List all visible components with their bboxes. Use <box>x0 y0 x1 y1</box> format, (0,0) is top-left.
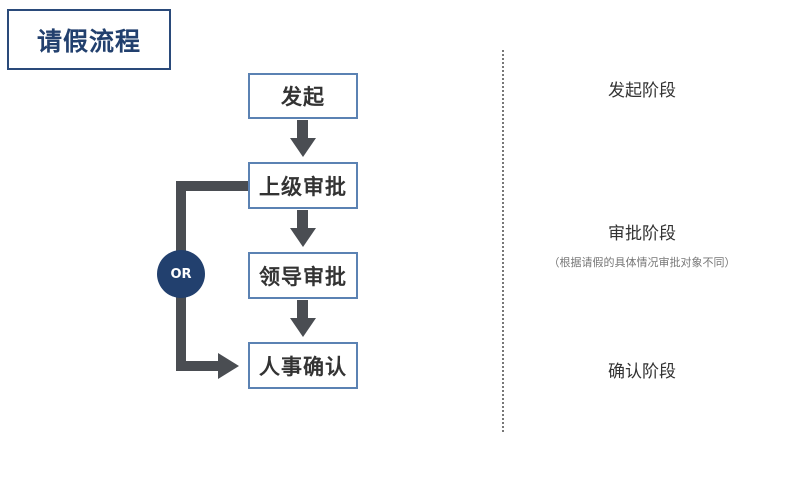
node-hr-confirm: 人事确认 <box>248 342 358 389</box>
down-arrow-1 <box>290 120 316 157</box>
node-initiate: 发起 <box>248 73 358 119</box>
phase-initiate-label: 发起阶段 <box>608 81 676 101</box>
divider <box>502 50 504 432</box>
phase-confirm-label: 确认阶段 <box>608 362 676 382</box>
down-arrow-3 <box>290 300 316 337</box>
phase-approve-label: 审批阶段 <box>608 224 676 244</box>
down-arrow-2 <box>290 210 316 247</box>
page-title: 请假流程 <box>7 9 171 70</box>
phase-approve-note: （根据请假的具体情况审批对象不同） <box>548 256 736 269</box>
node-supervisor-approval: 上级审批 <box>248 162 358 209</box>
node-leader-approval: 领导审批 <box>248 252 358 299</box>
or-badge: OR <box>157 250 205 298</box>
